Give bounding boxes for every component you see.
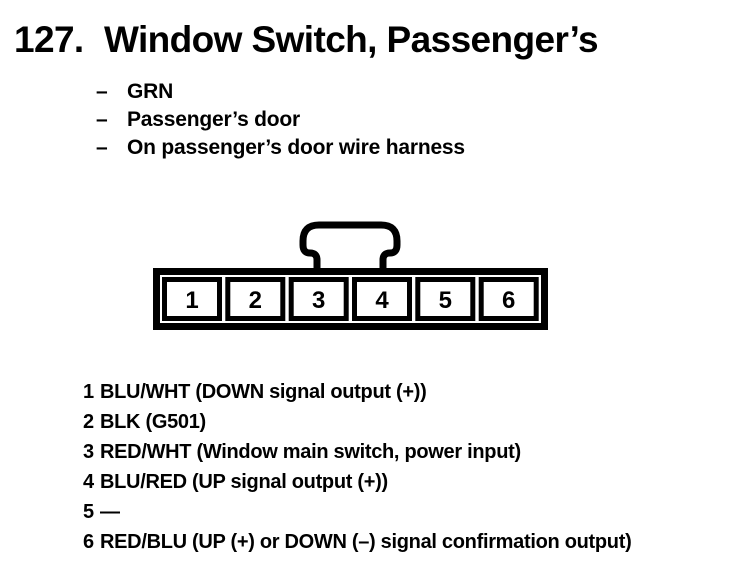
spec-item-dash: –: [96, 80, 108, 103]
pin-list-row: 1 BLU/WHT (DOWN signal output (+)): [83, 377, 631, 407]
page-number: 127.: [14, 19, 84, 60]
pin-list-row: 2 BLK (G501): [83, 407, 631, 437]
spec-item: –GRN: [96, 78, 465, 106]
pin-list-number: 1: [83, 381, 94, 403]
spec-item-text: On passenger’s door wire harness: [127, 136, 465, 159]
connector-pin-cell: [352, 277, 412, 321]
pin-list-number: 5: [83, 501, 94, 523]
connector-pin-number: 3: [312, 287, 325, 314]
connector-pin-cell: [478, 277, 539, 321]
pin-list-description: BLU/WHT (DOWN signal output (+)): [100, 381, 427, 403]
pin-list-description: BLU/RED (UP signal output (+)): [100, 471, 388, 493]
pin-list-row: 3 RED/WHT (Window main switch, power inpu…: [83, 437, 631, 467]
pin-list-description: —: [100, 501, 120, 523]
pin-description-list: 1 BLU/WHT (DOWN signal output (+)) 2 BLK (G…: [83, 377, 632, 557]
connector-pin-number: 1: [185, 287, 198, 314]
spec-item-dash: –: [96, 136, 108, 159]
spec-item: –On passenger’s door wire harness: [96, 134, 465, 162]
pin-list-description: BLK (G501): [100, 411, 206, 433]
page-title: Window Switch, Passenger’s: [104, 19, 599, 60]
connector-pin-cell: [162, 277, 222, 321]
pin-list-number: 4: [83, 471, 94, 493]
pin-list-number: 3: [83, 441, 94, 463]
pin-list-number: 2: [83, 411, 94, 433]
connector-tab: [299, 221, 401, 273]
connector-pin-cell: [288, 277, 349, 321]
pin-list-number: 6: [83, 531, 94, 553]
connector-pin-number: 6: [502, 287, 515, 314]
spec-item-text: Passenger’s door: [127, 108, 301, 131]
pin-list-row: 6 RED/BLU (UP (+) or DOWN (–) signal conf…: [83, 527, 632, 557]
connector-pin-number: 2: [249, 287, 262, 314]
spec-item-text: GRN: [127, 80, 174, 103]
pin-list-description: RED/BLU (UP (+) or DOWN (–) signal confi…: [100, 531, 632, 553]
pin-list-description: RED/WHT (Window main switch, power input…: [100, 441, 521, 463]
connector-pin-cell: [415, 277, 476, 321]
connector-pin-number: 4: [375, 287, 389, 314]
connector-spec-list: –GRN–Passenger’s door–On passenger’s doo…: [96, 78, 465, 162]
pin-list-row: 4 BLU/RED (UP signal output (+)): [83, 467, 631, 497]
connector-pin-cell: [225, 277, 286, 321]
spec-item: –Passenger’s door: [96, 106, 465, 134]
page-title-row: 127. Window Switch, Passenger’s: [14, 18, 599, 62]
connector-diagram: 1 2 3 4 5 6: [153, 221, 548, 330]
spec-item-dash: –: [96, 108, 108, 131]
connector-pin-number: 5: [439, 287, 452, 314]
pin-list-row: 5—: [83, 497, 631, 527]
